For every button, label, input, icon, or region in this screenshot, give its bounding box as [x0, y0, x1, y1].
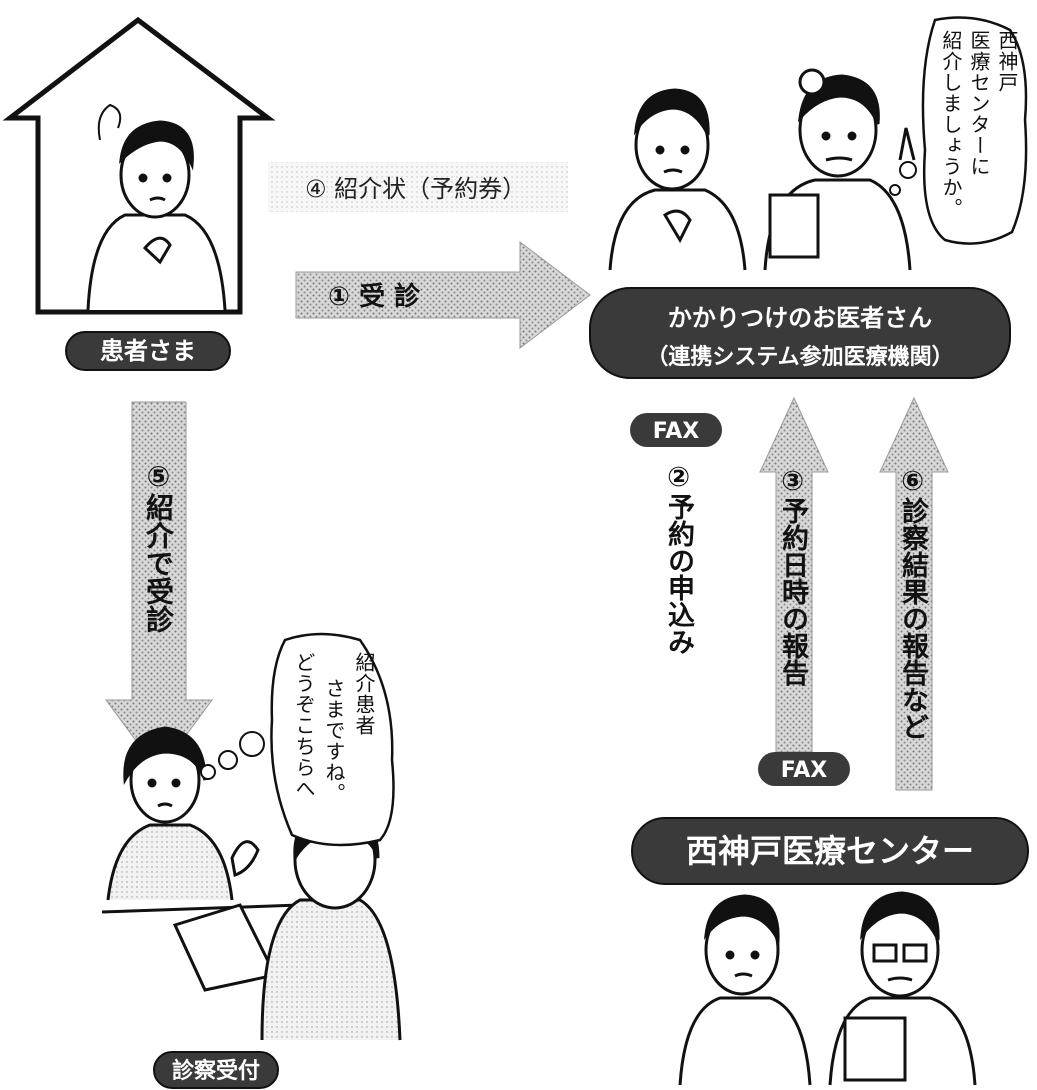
receptionist-bubble-line2: さまですね。 [322, 678, 346, 804]
clinic-label-line1: かかりつけのお医者さん [668, 304, 932, 332]
reception-label: 診察受付 [172, 1058, 260, 1084]
reception-pill: 診察受付 [153, 1051, 279, 1089]
arrow-step1: ① 受 診 [295, 240, 591, 350]
hospital-label: 西神戸医療センター [686, 832, 974, 870]
arrow-step6 [879, 396, 949, 791]
hospital-doctor-figure-icon [828, 891, 977, 1086]
fax-badge-bottom: FAX [758, 752, 850, 786]
patient-label: 患者さま [100, 337, 196, 365]
step5-label: ⑤紹介で受診 [142, 460, 175, 633]
clinic-doctor-figure-icon [763, 68, 916, 271]
thought-bubbles-icon [200, 731, 265, 780]
doctor-bubble-line2: 医療センターに [967, 30, 991, 177]
receptionist-figure-icon [106, 726, 260, 901]
arrow-step4: ④ 紹介状（予約券） [268, 162, 568, 212]
clinic-pill: かかりつけのお医者さん （連携システム参加医療機関） [589, 287, 1011, 379]
receptionist-bubble-line3: どうぞこちらへ [292, 652, 316, 799]
patient-figure-icon [86, 103, 227, 311]
receptionist-speech-bubble [270, 632, 395, 847]
fax-top-label: FAX [653, 419, 700, 444]
step6-label: ⑥診察結果の報告など [897, 466, 928, 740]
desk-icon [101, 903, 301, 992]
clinic-label-line2: （連携システム参加医療機関） [646, 344, 953, 370]
receptionist-bubble-line1: 紹介患者 [352, 652, 376, 736]
doctor-bubble-line3: 紹介しましょうか。 [939, 30, 963, 219]
step3-label: ③予約日時の報告 [777, 466, 808, 686]
step2-label: ②予約の申込み [663, 462, 694, 655]
hospital-patient-figure-icon [678, 894, 812, 1086]
fax-badge-top: FAX [630, 413, 722, 447]
clinic-patient-figure-icon [608, 88, 747, 271]
hospital-pill: 西神戸医療センター [631, 817, 1029, 885]
doctor-bubble-line1: 西神戸 [995, 30, 1019, 93]
doctor-speech-bubble [889, 16, 1028, 245]
fax-bottom-label: FAX [781, 758, 828, 783]
step1-label: ① 受 診 [328, 281, 421, 312]
patient-pill: 患者さま [65, 331, 231, 371]
arrow-step3 [759, 396, 829, 753]
step4-label: ④ 紹介状（予約券） [305, 175, 526, 203]
